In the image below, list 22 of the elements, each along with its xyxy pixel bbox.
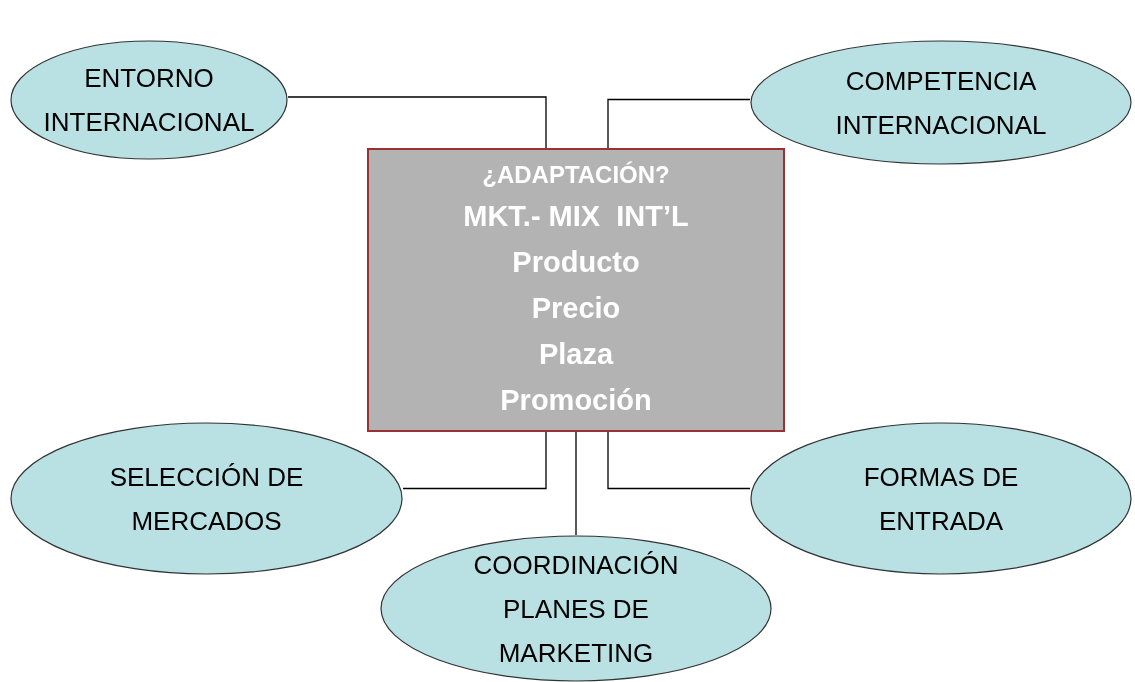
box-text: MKT.- MIX INT’L [463, 199, 689, 234]
node-label: ENTORNO INTERNACIONAL [42, 62, 256, 139]
node-label: COORDINACIÓN PLANES DE MARKETING [472, 548, 680, 670]
ellipse-node [380, 535, 772, 682]
box-text: Precio [531, 291, 621, 326]
ellipse-node [750, 422, 1132, 575]
connector-line [575, 431, 577, 536]
ellipse-node [750, 40, 1132, 165]
process-box [367, 148, 785, 432]
node-label: COMPETENCIA INTERNACIONAL [834, 64, 1048, 142]
box-text: Producto [512, 245, 640, 280]
connector-line [607, 431, 751, 490]
box-text: Promoción [500, 383, 652, 418]
node-label: SELECCIÓN DE MERCADOS [108, 460, 305, 538]
connector-line [607, 98, 751, 149]
connector-line [287, 96, 547, 149]
node-label: FORMAS DE ENTRADA [862, 460, 1020, 538]
ellipse-node [10, 40, 288, 160]
connector-line [402, 431, 547, 490]
box-text: Plaza [538, 337, 614, 372]
ellipse-node [10, 422, 403, 575]
box-text: ¿ADAPTACIÓN? [482, 160, 670, 190]
